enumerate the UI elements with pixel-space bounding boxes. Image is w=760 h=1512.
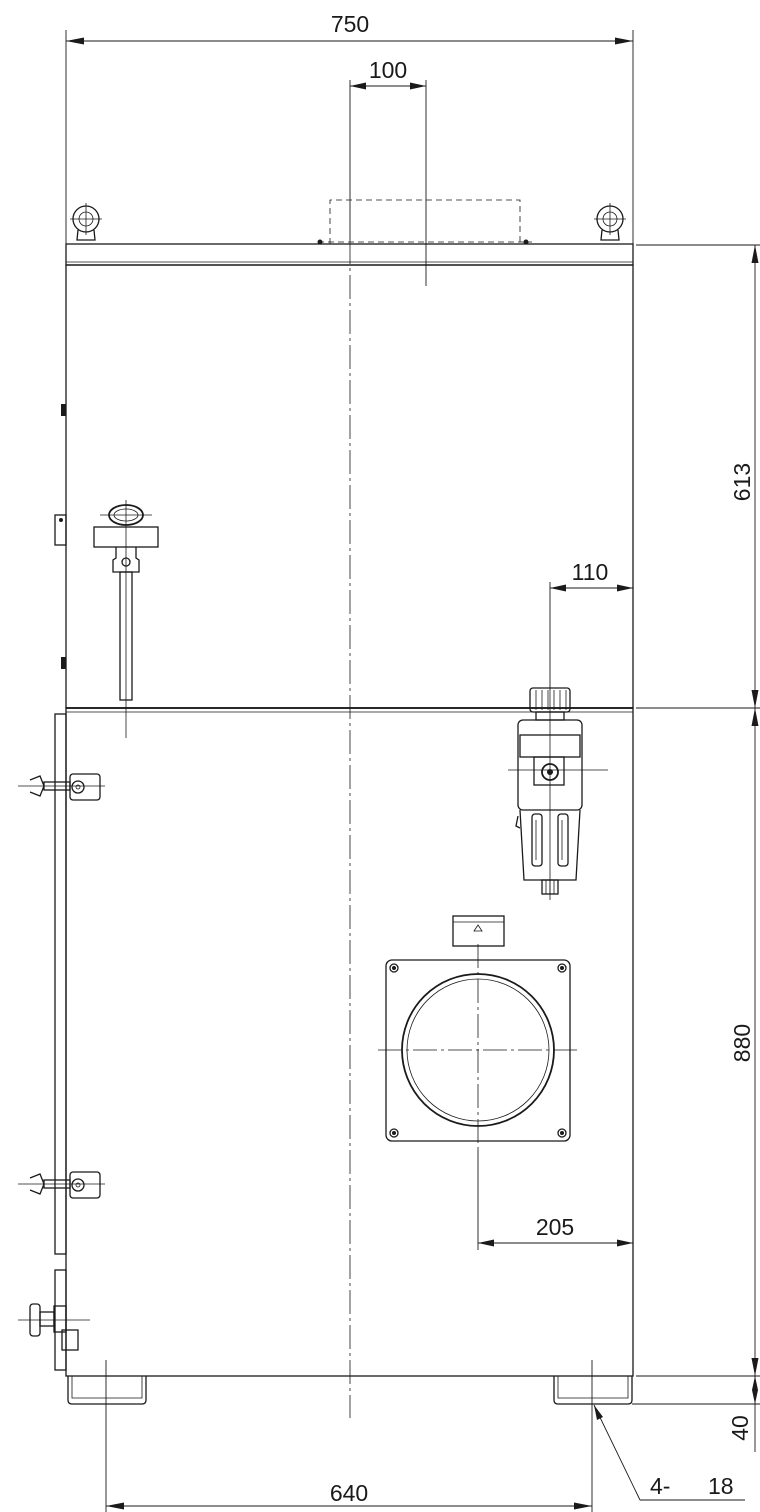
door-latch-lower	[18, 1171, 105, 1199]
top-duct-hidden-outline	[317, 199, 532, 245]
overall-width-label: 750	[331, 11, 369, 37]
flow-direction-plate	[452, 915, 505, 947]
dimension-top-duct-width: 100	[349, 57, 427, 286]
upper-height-label: 613	[729, 463, 755, 501]
door-latch-upper	[18, 773, 105, 801]
air-filter-regulator	[508, 687, 608, 900]
side-fitting-upper-left	[54, 404, 67, 669]
dimension-overall-width: 750	[65, 11, 634, 244]
foot-right	[553, 1376, 633, 1405]
dimension-upper-height: 613	[636, 244, 760, 709]
lower-height-label: 880	[729, 1024, 755, 1062]
level-gauge	[93, 500, 159, 738]
door-panel-left	[54, 713, 67, 1371]
hole-callout-count: 4-	[650, 1473, 670, 1499]
eye-bolt-left	[70, 203, 102, 241]
hole-callout-size: 18	[708, 1473, 734, 1499]
foot-height-label: 40	[727, 1415, 753, 1441]
lower-body	[65, 707, 634, 1377]
foot-spacing-label: 640	[330, 1480, 368, 1506]
dimension-foot-height: 40	[632, 1376, 760, 1452]
upper-body	[65, 264, 634, 709]
regulator-offset-label: 110	[572, 559, 609, 585]
dimension-duct-offset: 205	[477, 1150, 633, 1250]
hole-callout-leader: 4- 18	[593, 1404, 745, 1501]
duct-offset-label: 205	[536, 1214, 574, 1240]
dimension-regulator-offset: 110	[549, 559, 633, 690]
foot-left	[67, 1376, 147, 1405]
drain-valve	[18, 1303, 90, 1351]
eye-bolt-right	[594, 203, 626, 241]
dimension-lower-height: 880	[636, 708, 760, 1377]
top-duct-width-label: 100	[369, 57, 407, 83]
dimension-foot-spacing: 640	[105, 1360, 593, 1512]
duct-flange	[378, 944, 578, 1150]
